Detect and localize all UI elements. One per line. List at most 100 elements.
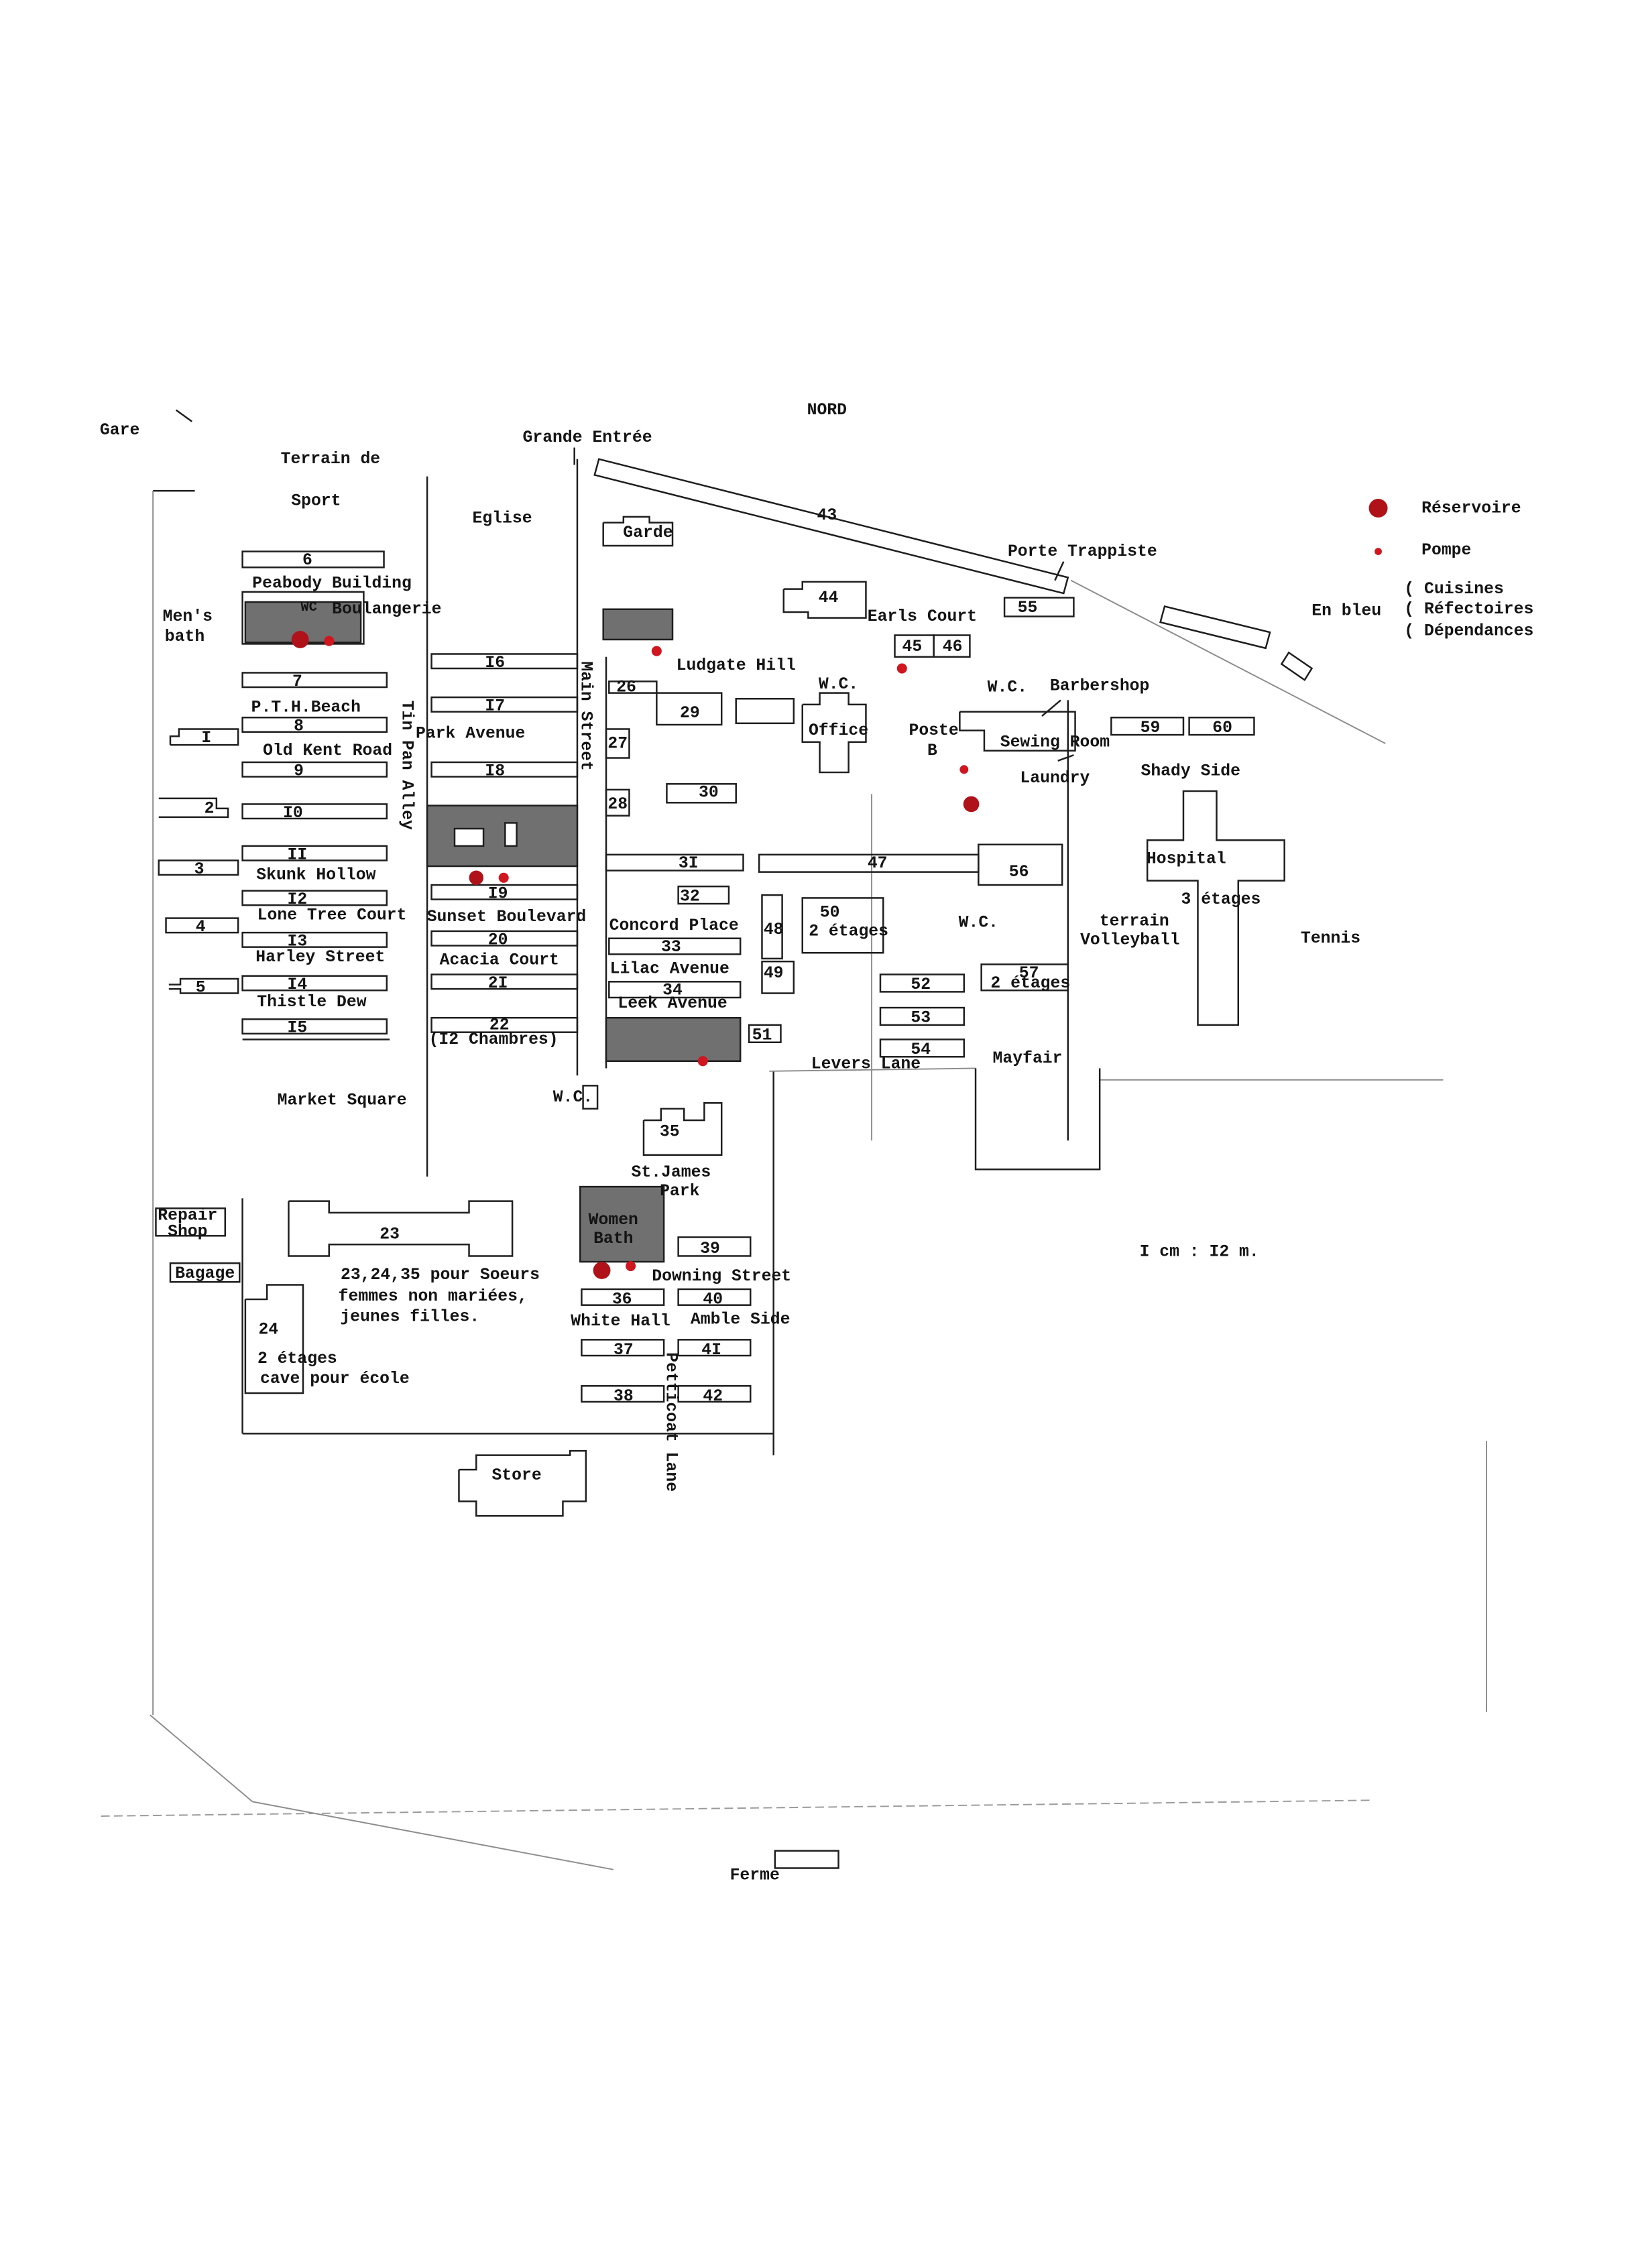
pump-marker	[697, 1056, 708, 1067]
pump-marker	[498, 872, 509, 883]
wc-peabody-label: WC	[300, 600, 317, 615]
wc-market-label: W.C.	[553, 1088, 593, 1107]
building-number: 22	[489, 1016, 510, 1034]
wc-office-label: W.C.	[819, 675, 858, 694]
building-number: 28	[607, 795, 628, 814]
building-37	[581, 1339, 665, 1357]
building-number: 49	[764, 964, 784, 983]
earls-court-label: Earls Court	[868, 607, 977, 626]
building-number: 35	[660, 1123, 680, 1142]
lone-tree-court-label: Lone Tree Court	[257, 906, 407, 925]
mayfair-label: Mayfair	[993, 1049, 1063, 1068]
building-34	[608, 981, 742, 999]
building-29	[656, 692, 723, 726]
soeurs-note: 23,24,35 pour Soeurs	[341, 1266, 540, 1285]
building-35	[642, 1101, 723, 1156]
market-square-label: Market Square	[278, 1091, 407, 1110]
reservoir-marker	[291, 631, 309, 648]
mayfair-box	[974, 1068, 1101, 1171]
pointer-arrows	[1041, 561, 1074, 762]
building-43	[593, 458, 1069, 595]
building-number: I2	[288, 890, 308, 909]
old-kent-road-label: Old Kent Road	[263, 741, 392, 760]
legend-pump-label: Pompe	[1421, 541, 1471, 560]
building-48	[761, 894, 783, 960]
building-15	[241, 1018, 388, 1035]
building-36	[581, 1288, 665, 1306]
building-55	[1003, 597, 1075, 617]
building-6	[241, 550, 385, 569]
building-7	[241, 672, 388, 689]
boulangerie-label: Boulangerie	[332, 600, 441, 619]
building-number: 38	[613, 1387, 634, 1406]
building-number: 46	[943, 638, 963, 656]
building-53	[879, 1006, 966, 1026]
pump-marker	[324, 636, 335, 646]
building-1	[169, 728, 239, 746]
building-13	[241, 931, 388, 948]
building-31	[605, 853, 744, 872]
building-50	[801, 897, 884, 954]
eglise-label: Eglise	[472, 510, 532, 528]
trappist-annex-small	[1280, 651, 1313, 682]
central-inner-annex	[504, 822, 518, 847]
office-building	[801, 692, 867, 774]
hospital-building	[1146, 790, 1285, 1026]
building-number: 5	[196, 978, 206, 997]
building-22	[430, 1016, 579, 1033]
building-60	[1188, 717, 1255, 736]
building-number: 48	[764, 920, 784, 939]
building-number: 2	[204, 799, 215, 818]
mens-bath-label: bath	[165, 628, 204, 646]
building-41	[677, 1339, 752, 1357]
southwest-boundary	[150, 1714, 253, 1803]
building-number: 32	[680, 888, 700, 906]
shady-side-label: Shady Side	[1141, 762, 1240, 780]
sewing-room-label: Sewing Room	[1000, 733, 1110, 752]
building-number: 26	[616, 678, 636, 697]
building-8	[241, 717, 388, 733]
building-46	[933, 634, 971, 658]
building-number: I	[201, 729, 211, 748]
building-12	[241, 890, 388, 906]
repair-shop-label: Shop	[168, 1222, 207, 1241]
central-shaded-block	[426, 804, 579, 868]
building-number: 40	[703, 1291, 723, 1309]
bagage-building	[169, 1262, 241, 1283]
volleyball-label: Volleyball	[1080, 931, 1179, 949]
building-49	[761, 960, 795, 994]
building-18	[430, 761, 579, 778]
building-20	[430, 930, 579, 947]
building-number: 30	[699, 784, 719, 802]
building-numbers: I 2 3 4 5 6 7 8 9 I0 II I2 I3 I4 I5 I6 I…	[194, 506, 1232, 1406]
building-number: I0	[283, 804, 303, 823]
gare-label: Gare	[100, 421, 139, 440]
office-label: Office	[809, 721, 868, 740]
building-44	[782, 581, 867, 619]
porte-trappiste-label: Porte Trappiste	[1008, 542, 1157, 561]
north-label: NORD	[807, 401, 847, 420]
building-number: I4	[288, 975, 308, 994]
building-number: I3	[288, 932, 308, 951]
building-number: 60	[1212, 719, 1232, 737]
street-labels: Ludgate Hill P.T.H.Beach Old Kent Road S…	[251, 656, 921, 1492]
building-24-note: 2 étages	[257, 1350, 337, 1368]
building-10	[241, 803, 388, 820]
soeurs-note: femmes non mariées,	[339, 1287, 528, 1306]
women-bath-label: Bath	[593, 1230, 633, 1248]
building-number: 55	[1018, 599, 1038, 617]
women-bath-block	[579, 1185, 665, 1263]
building-2	[158, 797, 229, 819]
place-labels: Gare Terrain de Sport Grande Entrée NORD…	[100, 401, 1360, 1885]
legend-blue-heading: En bleu	[1311, 601, 1381, 620]
shaded-blocks	[244, 601, 742, 1263]
building-57	[980, 963, 1069, 992]
building-50-floors-label: 2 étages	[809, 922, 888, 941]
building-number: 29	[680, 704, 700, 723]
reservoir-marker	[469, 870, 484, 886]
third-column-buildings	[602, 516, 795, 1043]
building-number: 50	[820, 903, 840, 922]
laundry-label: Laundry	[1020, 769, 1090, 788]
